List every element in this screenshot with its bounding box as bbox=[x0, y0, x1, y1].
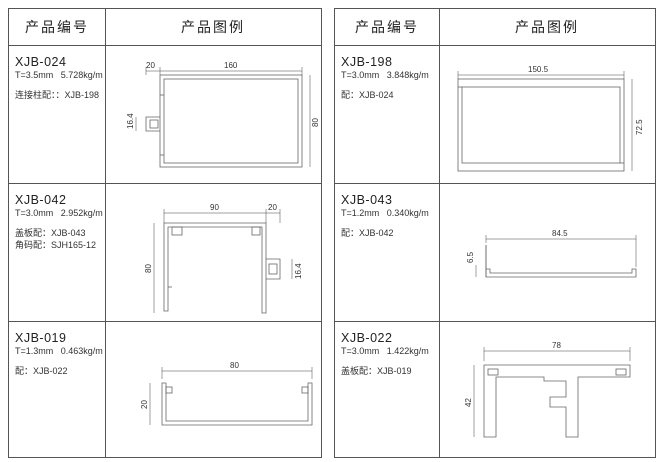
thickness: T=3.5mm bbox=[15, 70, 54, 80]
profile-xjb-019-svg: 80 20 bbox=[140, 361, 313, 426]
dim-label: 20 bbox=[146, 61, 155, 70]
product-code: XJB-043 bbox=[341, 193, 393, 207]
dim-label: 150.5 bbox=[528, 65, 549, 74]
dim-label: 80 bbox=[311, 118, 320, 127]
dim-label: 78 bbox=[552, 341, 561, 350]
header-product-code: 产品编号 bbox=[25, 19, 89, 35]
profile-outline bbox=[163, 222, 267, 314]
profile-outline bbox=[457, 78, 625, 172]
product-row-xjb-042: XJB-042 T=3.0mm 2.952kg/m 盖板配：XJB-043 角码… bbox=[9, 183, 321, 322]
product-spec: T=3.0mm 3.848kg/m bbox=[341, 70, 437, 80]
profile-xjb-043-svg: 84.5 6.5 bbox=[466, 229, 637, 278]
product-code: XJB-019 bbox=[15, 331, 67, 345]
profile-tab-slot bbox=[268, 263, 278, 275]
thickness: T=3.0mm bbox=[341, 70, 380, 80]
dim-label: 20 bbox=[140, 400, 149, 409]
dim-label: 6.5 bbox=[466, 251, 475, 263]
dim-label: 160 bbox=[224, 61, 238, 70]
product-info: XJB-043 T=1.2mm 0.340kg/m 配：XJB-042 bbox=[341, 193, 437, 239]
profile-slot bbox=[251, 226, 261, 236]
product-info: XJB-022 T=3.0mm 1.422kg/m 盖板配：XJB-019 bbox=[341, 331, 437, 377]
left-catalog-table: 产品编号 产品图例 XJB-024 T=3.5mm 5.728kg/m 连接柱配… bbox=[8, 8, 322, 458]
product-note: 配：XJB-042 bbox=[341, 228, 394, 238]
product-info: XJB-042 T=3.0mm 2.952kg/m 盖板配：XJB-043 角码… bbox=[15, 193, 111, 251]
profile-drawing: 84.5 6.5 bbox=[440, 183, 655, 321]
profile-tab bbox=[266, 258, 281, 280]
product-spec: T=3.5mm 5.728kg/m bbox=[15, 70, 111, 80]
header-product-figure: 产品图例 bbox=[181, 19, 245, 35]
column-divider bbox=[439, 9, 440, 457]
product-info: XJB-198 T=3.0mm 3.848kg/m 配：XJB-024 bbox=[341, 55, 437, 101]
profile-xjb-042-svg: 90 20 80 16.4 bbox=[144, 203, 303, 314]
profile-drawing: 20 160 16.4 80 bbox=[106, 45, 321, 183]
product-note: 配：XJB-024 bbox=[341, 90, 394, 100]
weight: 3.848kg/m bbox=[386, 70, 429, 80]
profile-outline bbox=[483, 364, 631, 438]
profile-drawing: 78 42 bbox=[440, 321, 655, 457]
profile-drawing: 80 20 bbox=[106, 321, 321, 457]
thickness: T=3.0mm bbox=[15, 208, 54, 218]
product-row-xjb-043: XJB-043 T=1.2mm 0.340kg/m 配：XJB-042 84.5… bbox=[335, 183, 655, 322]
product-note: 配：XJB-022 bbox=[15, 366, 68, 376]
profile-xjb-022-svg: 78 42 bbox=[464, 341, 631, 438]
dim-label: 16.4 bbox=[126, 113, 135, 129]
profile-slot bbox=[615, 368, 627, 376]
product-spec: T=1.3mm 0.463kg/m bbox=[15, 346, 111, 356]
product-info: XJB-019 T=1.3mm 0.463kg/m 配：XJB-022 bbox=[15, 331, 111, 377]
profile-xjb-024-svg: 20 160 16.4 80 bbox=[126, 61, 320, 168]
table-header: 产品编号 产品图例 bbox=[9, 9, 321, 46]
right-catalog-table: 产品编号 产品图例 XJB-198 T=3.0mm 3.848kg/m 配：XJ… bbox=[334, 8, 656, 458]
dim-label: 16.4 bbox=[294, 263, 303, 279]
profile-inner bbox=[461, 86, 621, 164]
dim-label: 80 bbox=[230, 361, 239, 370]
profile-slot bbox=[487, 368, 499, 376]
product-note: 盖板配：XJB-043 bbox=[15, 228, 86, 238]
profile-slot bbox=[165, 386, 173, 394]
product-spec: T=3.0mm 1.422kg/m bbox=[341, 346, 437, 356]
product-code: XJB-024 bbox=[15, 55, 67, 69]
product-row-xjb-024: XJB-024 T=3.5mm 5.728kg/m 连接柱配：：XJB-198 bbox=[9, 45, 321, 184]
table-header: 产品编号 产品图例 bbox=[335, 9, 655, 46]
profile-xjb-198-svg: 150.5 72.5 bbox=[457, 65, 644, 172]
thickness: T=1.3mm bbox=[15, 346, 54, 356]
product-spec: T=1.2mm 0.340kg/m bbox=[341, 208, 437, 218]
profile-inner bbox=[163, 78, 299, 164]
product-note: 盖板配：XJB-019 bbox=[341, 366, 412, 376]
profile-drawing: 90 20 80 16.4 bbox=[106, 183, 321, 321]
header-product-code: 产品编号 bbox=[355, 19, 419, 35]
dim-label: 80 bbox=[144, 264, 153, 273]
dim-label: 20 bbox=[268, 203, 277, 212]
profile-slot bbox=[171, 226, 183, 236]
profile-tab-slot bbox=[149, 119, 159, 129]
dim-label: 72.5 bbox=[635, 119, 644, 135]
thickness: T=3.0mm bbox=[341, 346, 380, 356]
product-note: 连接柱配：：XJB-198 bbox=[15, 90, 100, 100]
profile-outline bbox=[159, 74, 303, 168]
profile-outline bbox=[485, 245, 637, 278]
column-divider bbox=[105, 9, 106, 457]
weight: 0.340kg/m bbox=[386, 208, 429, 218]
dim-label: 90 bbox=[210, 203, 219, 212]
header-product-figure: 产品图例 bbox=[515, 19, 579, 35]
profile-drawing: 150.5 72.5 bbox=[440, 45, 655, 183]
profile-tab bbox=[145, 116, 160, 132]
product-note: 角码配：SJH165-12 bbox=[15, 240, 97, 250]
product-row-xjb-198: XJB-198 T=3.0mm 3.848kg/m 配：XJB-024 150.… bbox=[335, 45, 655, 184]
dim-label: 42 bbox=[464, 398, 473, 407]
product-row-xjb-019: XJB-019 T=1.3mm 0.463kg/m 配：XJB-022 80 2… bbox=[9, 321, 321, 457]
profile-outline bbox=[161, 382, 313, 426]
profile-slot bbox=[301, 386, 309, 394]
weight: 2.952kg/m bbox=[60, 208, 103, 218]
weight: 1.422kg/m bbox=[386, 346, 429, 356]
product-row-xjb-022: XJB-022 T=3.0mm 1.422kg/m 盖板配：XJB-019 78… bbox=[335, 321, 655, 457]
product-code: XJB-198 bbox=[341, 55, 393, 69]
weight: 5.728kg/m bbox=[60, 70, 103, 80]
product-info: XJB-024 T=3.5mm 5.728kg/m 连接柱配：：XJB-198 bbox=[15, 55, 111, 101]
thickness: T=1.2mm bbox=[341, 208, 380, 218]
product-code: XJB-042 bbox=[15, 193, 67, 207]
product-code: XJB-022 bbox=[341, 331, 393, 345]
weight: 0.463kg/m bbox=[60, 346, 103, 356]
dim-label: 84.5 bbox=[552, 229, 568, 238]
product-spec: T=3.0mm 2.952kg/m bbox=[15, 208, 111, 218]
